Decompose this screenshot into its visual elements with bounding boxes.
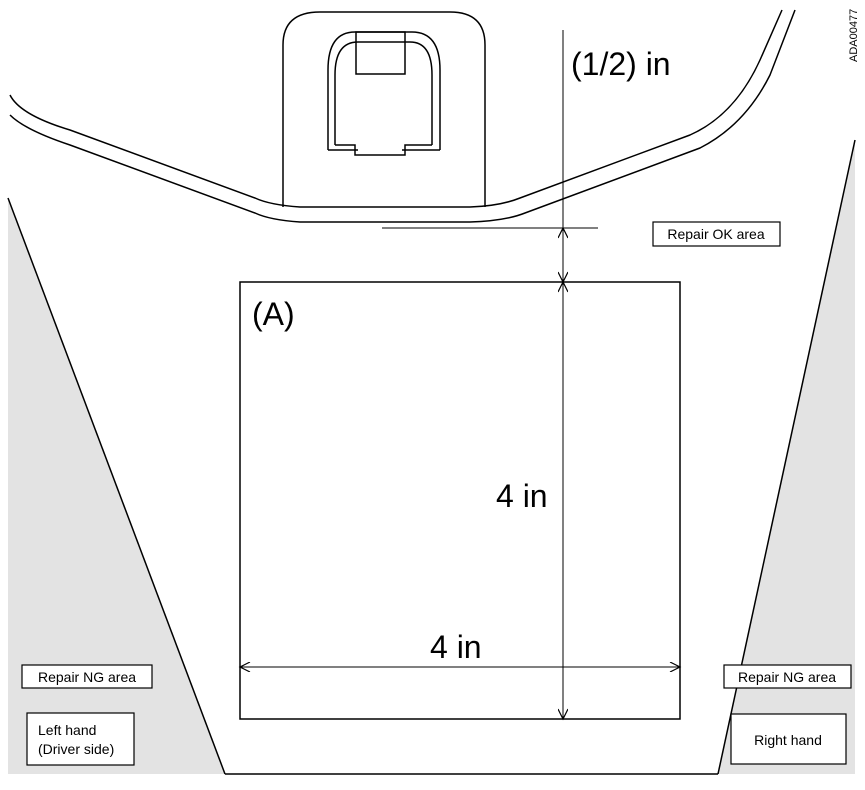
- repair-ng-right-label: Repair NG area: [738, 669, 836, 685]
- height-dimension-label: 4 in: [496, 478, 548, 514]
- mirror-bracket-outer: [327, 31, 441, 150]
- repair-ng-left-label: Repair NG area: [38, 669, 136, 685]
- left-hand-label-box: [26, 712, 135, 766]
- left-hand-label-line1: Left hand: [38, 722, 96, 738]
- right-hand-label: Right hand: [754, 732, 822, 748]
- width-dimension-label: 4 in: [430, 629, 482, 665]
- right-hand-label-box: [730, 713, 847, 765]
- mirror-bracket-notch: [335, 144, 432, 156]
- upper-edge-inner: [9, 9, 796, 223]
- mirror-base: [282, 11, 486, 207]
- repair-ok-label-box: [652, 221, 781, 247]
- left-hand-label-line2: (Driver side): [38, 741, 114, 757]
- mirror-sensor-box: [355, 31, 406, 75]
- area-a-label: (A): [252, 296, 295, 332]
- upper-edge-outer: [9, 9, 783, 208]
- windshield-left-edge: [7, 197, 226, 775]
- margin-dimension-label: (1/2) in: [571, 46, 671, 82]
- repair-ng-left-label-box: [21, 664, 153, 689]
- mirror-bracket-inner: [334, 41, 433, 145]
- repair-ok-label: Repair OK area: [667, 226, 764, 242]
- figure-code: ADA00477: [848, 9, 860, 62]
- area-a-box: [239, 281, 681, 720]
- repair-ng-right-label-box: [723, 664, 852, 689]
